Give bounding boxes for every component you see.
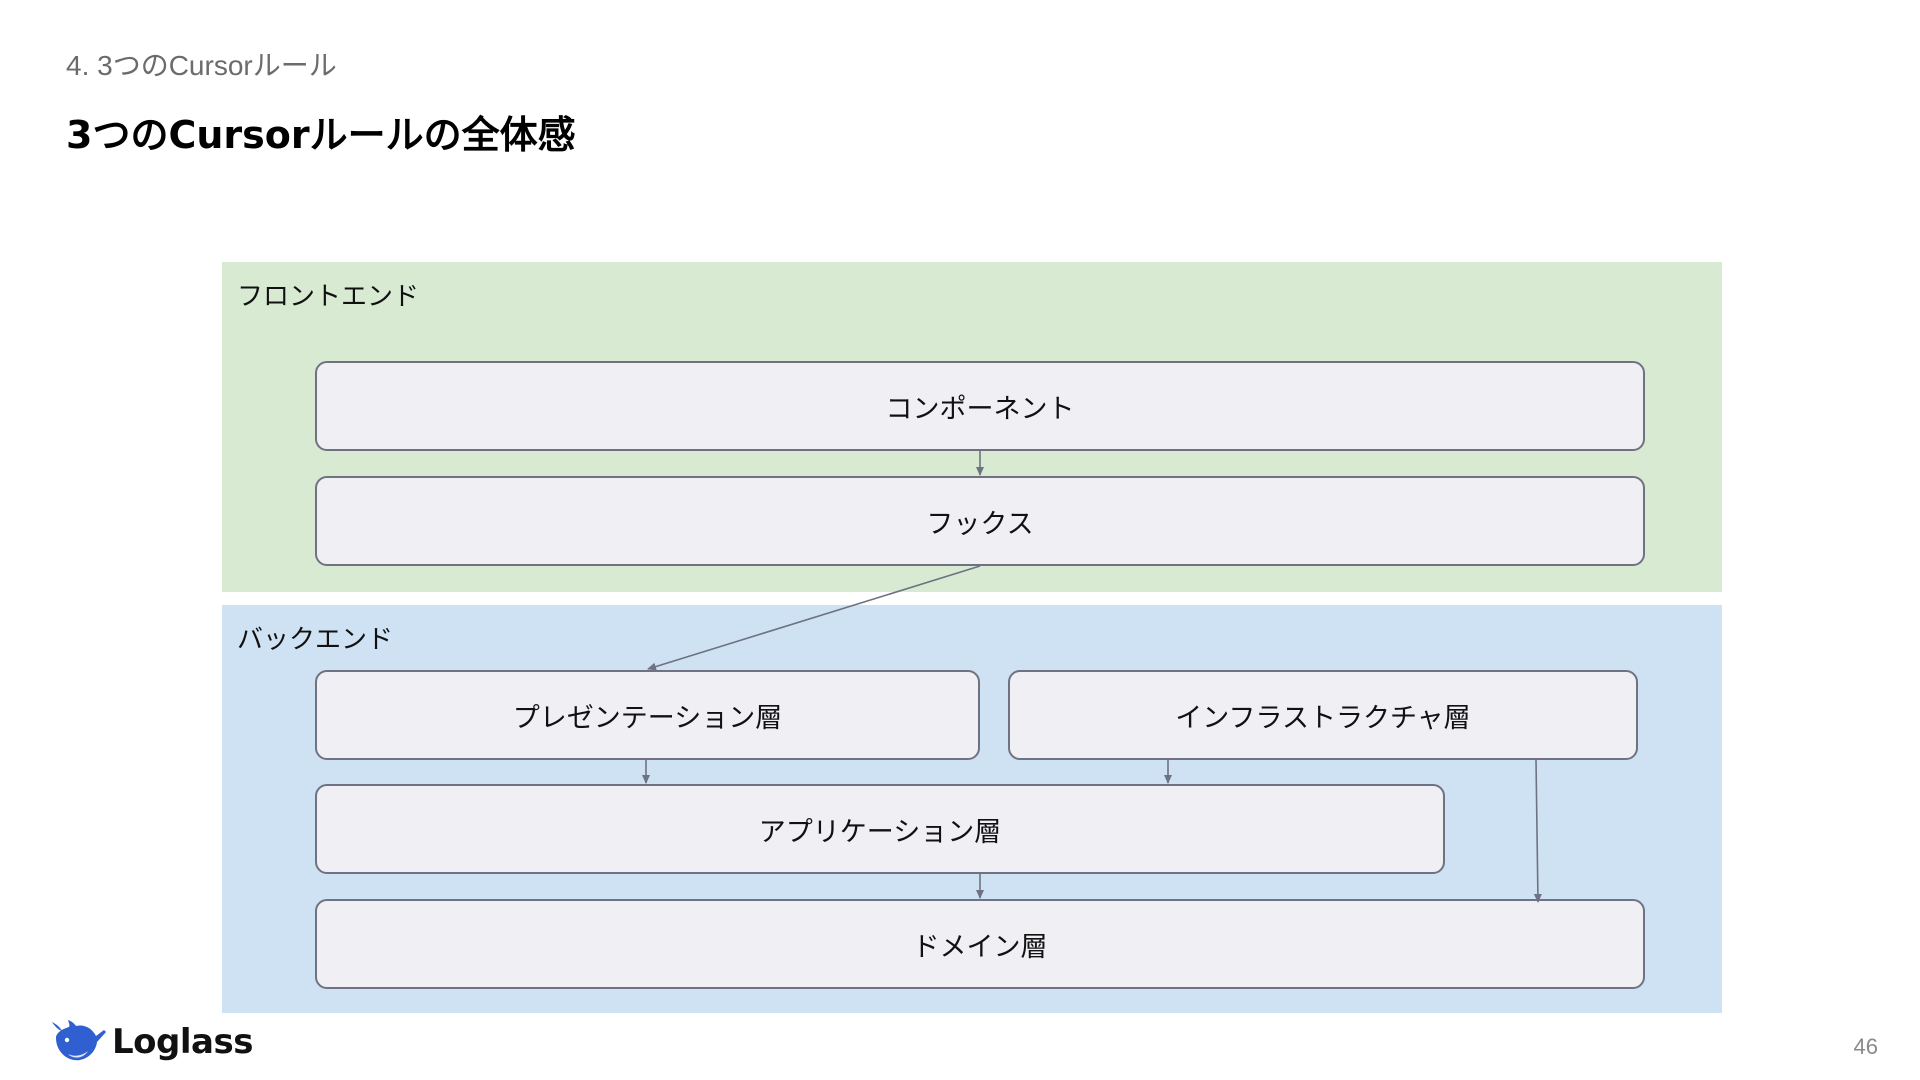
- infrastructure-layer-node-label: インフラストラクチャ層: [1175, 702, 1471, 734]
- slide-title: 3つのCursorルールの全体感: [66, 113, 576, 157]
- hooks-node: フックス: [315, 476, 1645, 566]
- section-label: 4. 3つのCursorルール: [66, 50, 337, 81]
- presentation-layer-node-label: プレゼンテーション層: [512, 702, 783, 734]
- infrastructure-layer-node: インフラストラクチャ層: [1008, 670, 1638, 760]
- frontend-group-label: フロントエンド: [237, 282, 420, 312]
- component-node: コンポーネント: [315, 361, 1645, 451]
- loglass-logo: Loglass: [50, 1018, 253, 1066]
- application-layer-node-label: アプリケーション層: [758, 816, 1002, 848]
- domain-layer-node: ドメイン層: [315, 899, 1645, 989]
- whale-icon: [52, 1020, 106, 1061]
- domain-layer-node-label: ドメイン層: [912, 931, 1048, 963]
- page-number: 46: [1853, 1034, 1878, 1059]
- presentation-layer-node: プレゼンテーション層: [315, 670, 980, 760]
- logo-text: Loglass: [112, 1022, 253, 1062]
- backend-group-label: バックエンド: [237, 625, 394, 655]
- hooks-node-label: フックス: [926, 508, 1034, 540]
- application-layer-node: アプリケーション層: [315, 784, 1445, 874]
- component-node-label: コンポーネント: [885, 393, 1075, 425]
